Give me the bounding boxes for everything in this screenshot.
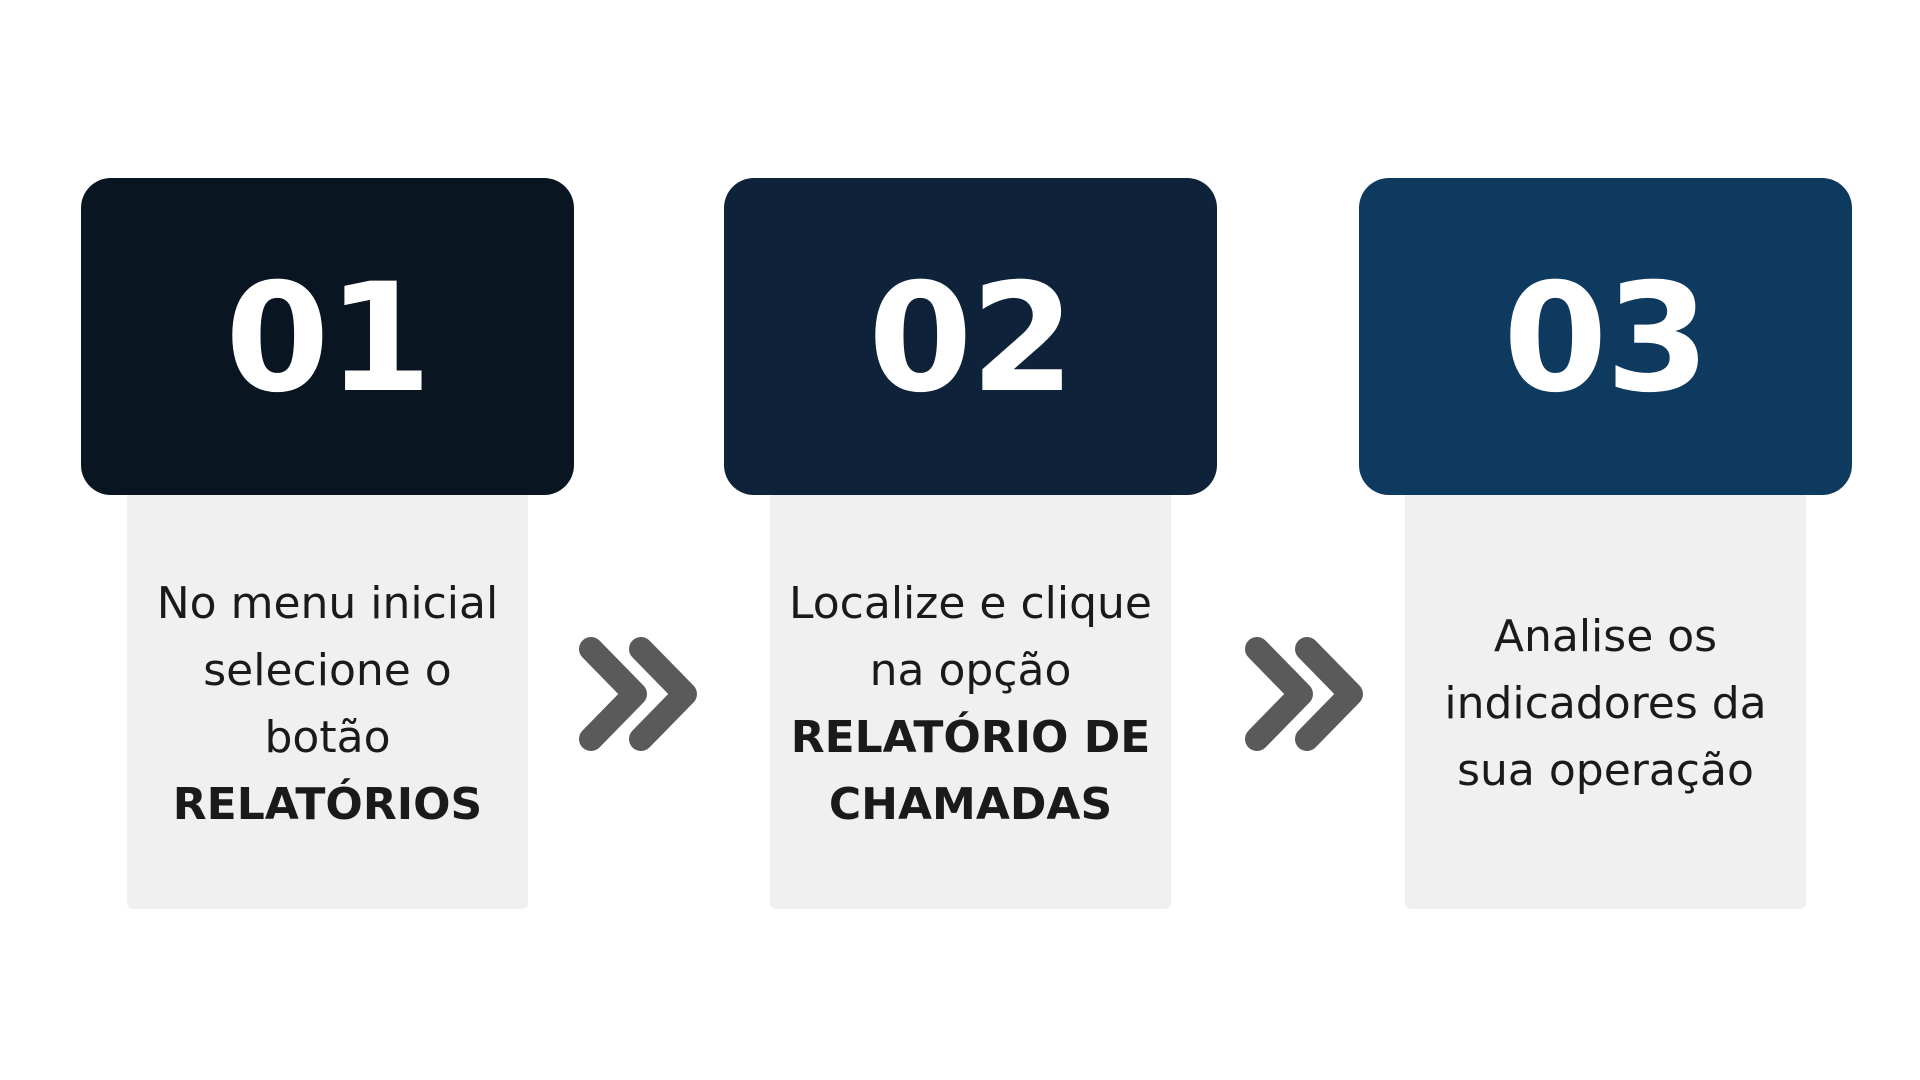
step-1-bold-line-1: RELATÓRIOS xyxy=(172,778,483,830)
step-1-description-card: No menu inicial selecione o botão RELATÓ… xyxy=(127,478,528,909)
step-2-bold-line-1: RELATÓRIO DE xyxy=(790,711,1151,763)
step-1-line-3: botão xyxy=(264,711,391,763)
step-3-description-card: Analise os indicadores da sua operação xyxy=(1405,478,1806,909)
step-3-number: 03 xyxy=(1503,251,1710,426)
step-2-number: 02 xyxy=(868,251,1075,426)
step-2-line-1: Localize e clique xyxy=(789,577,1152,629)
step-3-line-1: Analise os xyxy=(1493,611,1718,662)
step-3-line-3: sua operação xyxy=(1457,745,1754,796)
step-2-line-2: na opção xyxy=(869,644,1072,696)
double-chevron-right-icon xyxy=(579,637,697,751)
step-2-number-box: 02 xyxy=(724,178,1217,495)
step-2-description: Localize e clique na opção RELATÓRIO DE … xyxy=(789,550,1152,838)
step-3-description: Analise os indicadores da sua operação xyxy=(1444,583,1766,804)
step-2-description-card: Localize e clique na opção RELATÓRIO DE … xyxy=(770,478,1171,909)
step-3: 03 Analise os indicadores da sua operaçã… xyxy=(1359,178,1852,909)
step-1-line-1: No menu inicial xyxy=(156,577,499,629)
step-1-description: No menu inicial selecione o botão RELATÓ… xyxy=(157,550,498,838)
double-chevron-right-icon xyxy=(1245,637,1363,751)
step-2-bold-line-2: CHAMADAS xyxy=(828,778,1113,830)
step-1-number: 01 xyxy=(225,251,432,426)
step-2: 02 Localize e clique na opção RELATÓRIO … xyxy=(724,178,1217,909)
step-1-number-box: 01 xyxy=(81,178,574,495)
step-3-number-box: 03 xyxy=(1359,178,1852,495)
step-1: 01 No menu inicial selecione o botão REL… xyxy=(81,178,574,909)
step-3-line-2: indicadores da xyxy=(1444,678,1767,729)
step-1-line-2: selecione o xyxy=(203,644,452,696)
